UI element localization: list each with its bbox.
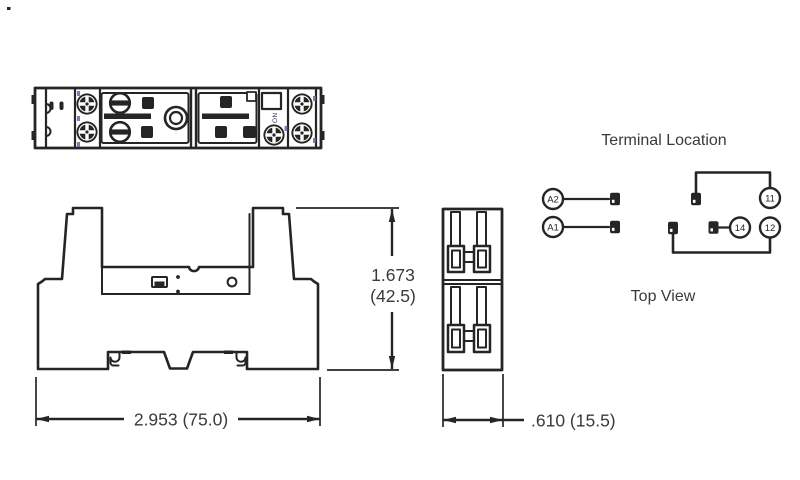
terminal-location-caption: Top View xyxy=(631,288,696,305)
screw-icon xyxy=(75,92,99,116)
screw-icon xyxy=(108,91,132,115)
din-rail-clips xyxy=(109,350,247,367)
screw-hole xyxy=(226,276,238,288)
terminal-label-11: 11 xyxy=(765,193,775,204)
terminal-pin-icon xyxy=(610,220,620,234)
screw-icon xyxy=(75,120,99,144)
screw-icon xyxy=(108,120,132,144)
screw-icon xyxy=(290,92,314,116)
dimension-width: 2.953 (75.0) xyxy=(35,377,321,430)
lever-slot xyxy=(59,101,64,110)
arrowhead-icon xyxy=(388,209,396,222)
socket-side-view-drawing xyxy=(441,207,504,372)
screw-icon xyxy=(290,121,314,145)
arrowhead-icon xyxy=(388,356,396,369)
terminal-label-12: 12 xyxy=(765,223,776,234)
terminal-location-diagram: Terminal Location A2 A1 11 14 12 Top Vie… xyxy=(541,132,782,305)
terminal-label-14: 14 xyxy=(735,223,746,234)
terminal-circle-12 xyxy=(758,216,782,239)
socket-marking: ON xyxy=(272,112,279,123)
depth-dimension-label: .610 (15.5) xyxy=(531,411,616,431)
terminal-pin-icon xyxy=(708,221,719,234)
tiny-terminal-marks xyxy=(77,91,316,147)
width-dimension-label: 2.953 (75.0) xyxy=(134,410,228,430)
arrowhead-icon xyxy=(307,415,320,423)
terminal-label-a2: A2 xyxy=(547,194,559,205)
terminal-circle-11 xyxy=(758,186,782,210)
height-dimension-mm: (42.5) xyxy=(370,286,416,306)
height-dimension-inches: 1.673 xyxy=(371,265,415,285)
dimension-depth: .610 (15.5) xyxy=(442,374,616,431)
terminal-location-title: Terminal Location xyxy=(601,132,726,149)
arrowhead-icon xyxy=(490,416,503,424)
print-artifact xyxy=(7,7,11,10)
arrowhead-icon xyxy=(443,416,456,424)
socket-top-view-drawing: ON xyxy=(31,86,325,150)
terminal-label-a1: A1 xyxy=(547,222,559,233)
screw-icon xyxy=(262,123,286,147)
terminal-pin-icon xyxy=(691,192,701,206)
terminal-pin-icon xyxy=(668,221,678,235)
terminal-circle-a2 xyxy=(541,187,565,211)
terminal-pin-icon xyxy=(610,192,620,206)
arrowhead-icon xyxy=(36,415,49,423)
dimension-height: 1.673 (42.5) xyxy=(296,207,416,371)
socket-front-view-drawing xyxy=(36,206,320,371)
terminal-circle-a1 xyxy=(541,215,565,239)
lever-slot xyxy=(49,101,54,110)
terminal-circle-14 xyxy=(728,216,752,239)
